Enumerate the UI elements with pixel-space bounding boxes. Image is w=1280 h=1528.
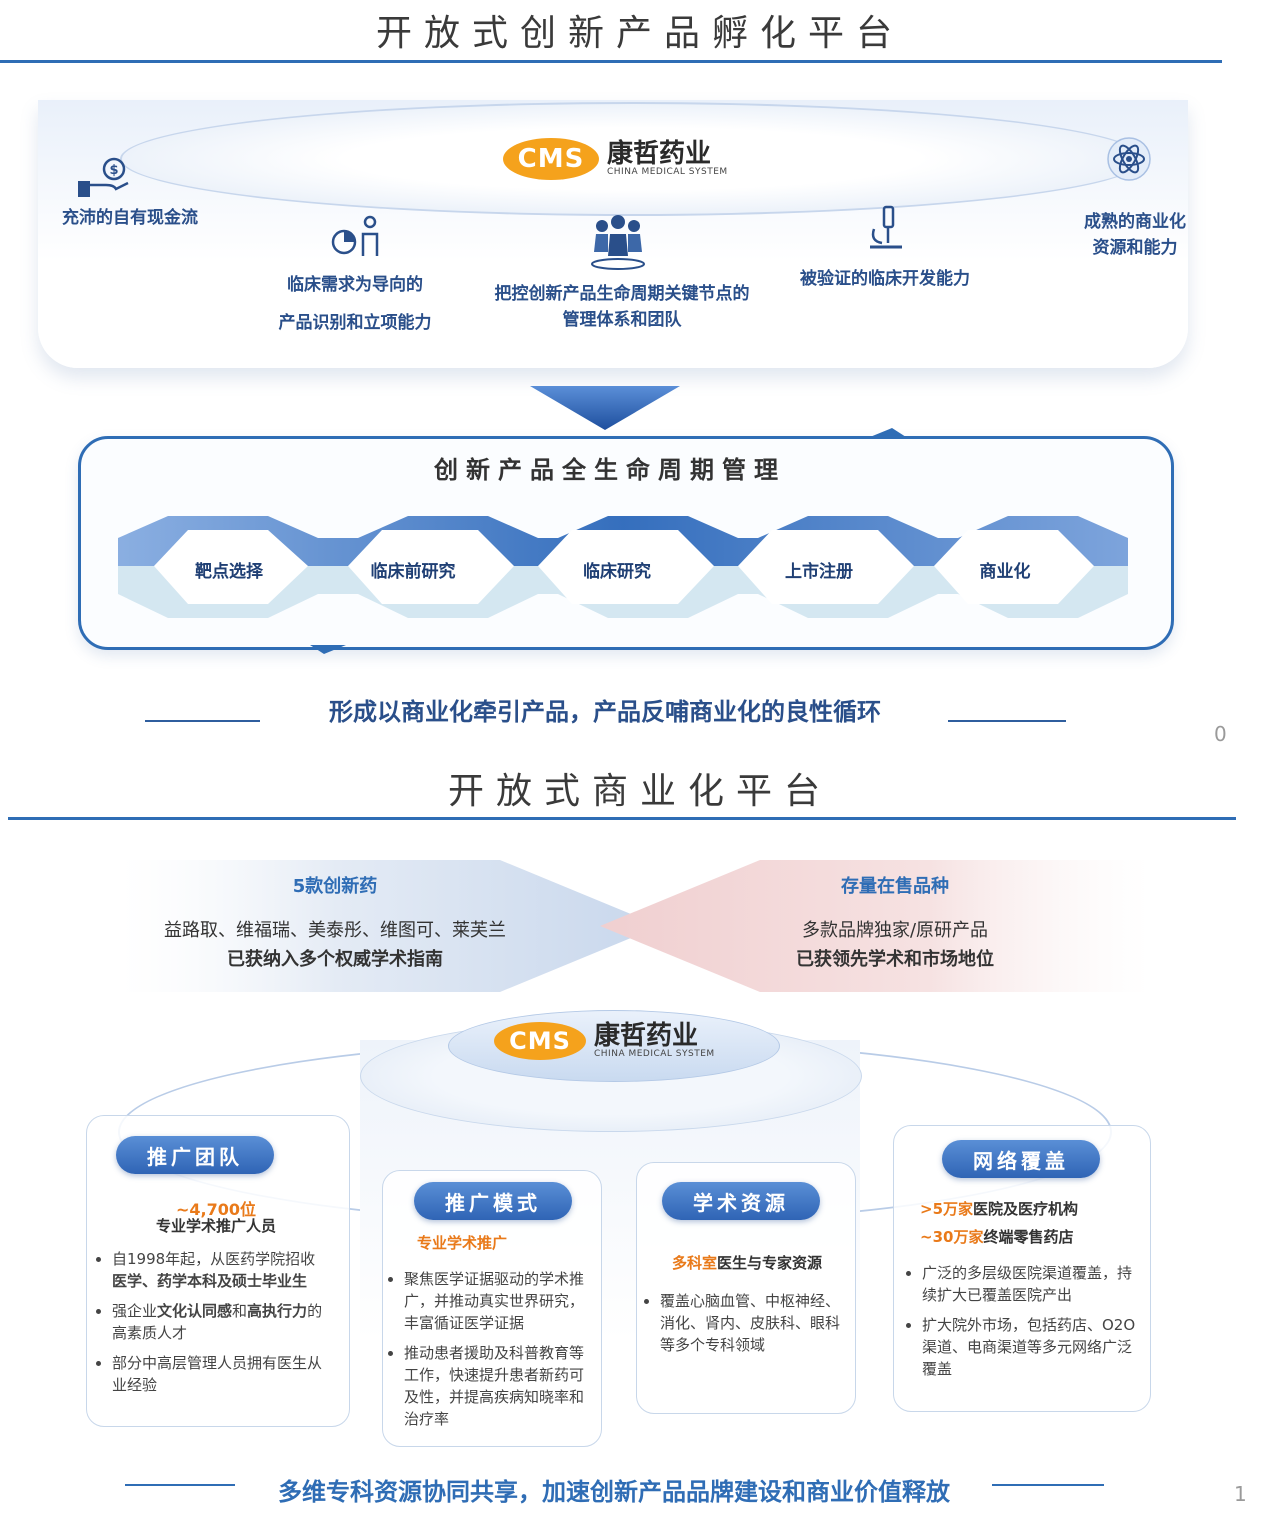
down-arrow-icon: [530, 386, 680, 430]
cycle-arrow-right-icon: [870, 428, 906, 437]
capability-lifecycle-team-line2: 管理体系和团队: [562, 310, 682, 330]
money-hand-icon: $: [78, 157, 129, 197]
slide2-title-rule: [8, 817, 1236, 820]
pill-network: 网络覆盖: [942, 1140, 1100, 1178]
capability-lifecycle-team-line1: 把控创新产品生命周期关键节点的: [494, 284, 750, 304]
stage-commercialization: 商业化: [979, 561, 1031, 582]
network-bullet-2: 扩大院外市场，包括药店、O2O渠道、电商渠道等多元网络广泛覆盖: [922, 1314, 1138, 1380]
platform-ring: [120, 102, 1144, 216]
cms-logo-mark: CMS: [503, 138, 599, 180]
stage-preclinical: 临床前研究: [370, 561, 456, 582]
pill-team: 推广团队: [116, 1136, 274, 1174]
capability-commercial-line2: 资源和能力: [1092, 238, 1178, 258]
academic-sub: 多科室医生与专家资源: [671, 1254, 823, 1272]
network-stat-1: >5万家医院及医疗机构: [920, 1200, 1079, 1218]
capability-cashflow: 充沛的自有现金流: [62, 208, 198, 228]
hex-chain: [118, 516, 1128, 618]
atom-icon: [1107, 137, 1151, 181]
network-bullet-1: 广泛的多层级医院渠道覆盖，持续扩大已覆盖医院产出: [922, 1262, 1138, 1306]
network-bullets: 广泛的多层级医院渠道覆盖，持续扩大已覆盖医院产出 扩大院外市场，包括药店、O2O…: [902, 1262, 1138, 1388]
pill-model: 推广模式: [414, 1182, 572, 1220]
capability-product-identification-line2: 产品识别和立项能力: [278, 313, 432, 333]
slide2-title: 开放式商业化平台: [447, 771, 832, 812]
slide1-tagline: 形成以商业化牵引产品，产品反哺商业化的良性循环: [329, 698, 881, 726]
network-stat-2: ~30万家终端零售药店: [920, 1228, 1074, 1246]
slide2-tagline: 多维专科资源协同共享，加速创新产品品牌建设和商业价值释放: [278, 1478, 950, 1506]
existing-products-heading: 存量在售品种: [841, 876, 949, 897]
cms-logo-en: CHINA MEDICAL SYSTEM: [607, 167, 728, 177]
cms-logo-2-mark: CMS: [494, 1022, 586, 1060]
capability-clinical-dev: 被验证的临床开发能力: [800, 269, 970, 289]
model-bullets: 聚焦医学证据驱动的学术推广，并推动真实世界研究，丰富循证医学证据 推动患者援助及…: [384, 1268, 590, 1438]
model-bullet-1: 聚焦医学证据驱动的学术推广，并推动真实世界研究，丰富循证医学证据: [404, 1268, 590, 1334]
model-bullet-2: 推动患者援助及科普教育等工作，快速提升患者新药可及性，并提高疾病知晓率和治疗率: [404, 1342, 590, 1430]
lifecycle-title: 创新产品全生命周期管理: [434, 456, 786, 484]
cms-logo-2-cn: 康哲药业: [594, 1021, 699, 1051]
page-number-1: 1: [1234, 1482, 1247, 1506]
capability-product-identification-line1: 临床需求为导向的: [287, 275, 423, 295]
slide2-tagline-rule-left: [125, 1484, 235, 1486]
microscope-icon: [870, 205, 902, 249]
team-bullet-3: 部分中高层管理人员拥有医生从业经验: [112, 1352, 332, 1396]
cms-logo-2: CMS 康哲药业 CHINA MEDICAL SYSTEM: [494, 1022, 715, 1060]
innovative-drugs-guideline: 已获纳入多个权威学术指南: [227, 949, 443, 970]
stage-clinical: 临床研究: [583, 561, 651, 582]
chart-person-icon: [331, 215, 379, 256]
stage-registration: 上市注册: [785, 561, 853, 582]
tagline-rule-right: [948, 720, 1066, 722]
academic-bullets: 覆盖心脑血管、中枢神经、消化、肾内、皮肤科、眼科等多个专科领域: [640, 1290, 848, 1364]
team-bullet-2: 强企业文化认同感和高执行力的高素质人才: [112, 1300, 332, 1344]
existing-products-line1: 多款品牌独家/原研产品: [801, 920, 989, 941]
innovative-drugs-heading: 5款创新药: [292, 876, 378, 897]
pill-academic: 学术资源: [662, 1182, 820, 1220]
slide2-tagline-rule-right: [992, 1484, 1104, 1486]
team-stat: ~4,700位: [175, 1200, 257, 1219]
cms-logo: CMS 康哲药业 CHINA MEDICAL SYSTEM: [503, 138, 728, 180]
capability-commercial-line1: 成熟的商业化: [1084, 212, 1186, 232]
cms-logo-cn: 康哲药业: [607, 139, 712, 169]
team-icon: [591, 215, 645, 270]
svg-text:$: $: [109, 163, 118, 178]
cms-logo-2-en: CHINA MEDICAL SYSTEM: [594, 1049, 715, 1059]
page-number-0: 0: [1214, 722, 1227, 746]
existing-products-line2: 已获领先学术和市场地位: [796, 949, 994, 970]
model-sub: 专业学术推广: [416, 1234, 507, 1252]
academic-bullet-1: 覆盖心脑血管、中枢神经、消化、肾内、皮肤科、眼科等多个专科领域: [660, 1290, 848, 1356]
stage-target-selection: 靶点选择: [195, 561, 263, 582]
tagline-rule-left: [145, 720, 260, 722]
slide1-title: 开放式创新产品孵化平台: [375, 13, 904, 54]
cycle-arrow-left-icon: [310, 645, 346, 654]
team-stat-sub: 专业学术推广人员: [155, 1217, 276, 1235]
slide1-title-rule: [0, 60, 1222, 63]
crossed-ribbons: [120, 860, 1150, 992]
innovative-drugs-list: 益路取、维福瑞、美泰彤、维图可、莱芙兰: [164, 920, 506, 941]
